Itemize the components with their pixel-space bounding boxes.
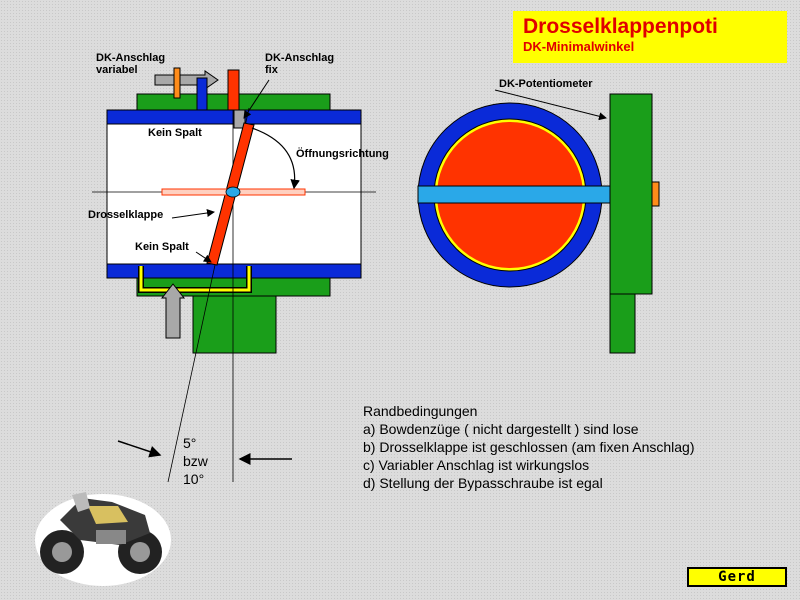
throttle-body — [106, 93, 362, 354]
motorcycle-engine — [96, 530, 126, 544]
opening-direction-arrow — [251, 127, 300, 190]
condition-item: b) Drosselklappe ist geschlossen (am fix… — [363, 439, 695, 455]
pointer-throttle-valve — [171, 209, 215, 219]
motorcycle-tank — [88, 506, 128, 524]
potentiometer-body — [609, 93, 653, 295]
title-box: Drosselklappenpoti DK-Minimalwinkel — [513, 11, 787, 63]
motorcycle-image — [35, 492, 171, 586]
throttle-front-view — [417, 102, 611, 288]
throttle-shaft-front — [417, 185, 611, 204]
pointer-no-gap-bottom — [195, 251, 212, 263]
throttle-shaft — [225, 186, 241, 198]
motorcycle-windshield — [72, 492, 90, 512]
angle-arrow-left — [117, 440, 162, 458]
variable-stop — [154, 67, 219, 111]
conditions-block: Randbedingungen a) Bowdenzüge ( nicht da… — [363, 402, 695, 492]
condition-item: c) Variabler Anschlag ist wirkungslos — [363, 457, 590, 473]
label-variable-stop: DK-Anschlag variabel — [96, 52, 166, 76]
bore-bottom-blue — [106, 263, 362, 279]
page-subtitle: DK-Minimalwinkel — [523, 39, 635, 54]
pointer-fixed-stop — [243, 79, 270, 119]
bypass-channel — [139, 266, 251, 292]
label-no-gap-top: Kein Spalt — [148, 127, 202, 139]
condition-item: a) Bowdenzüge ( nicht dargestellt ) sind… — [363, 421, 639, 437]
potentiometer — [609, 93, 660, 354]
fixed-stop — [227, 69, 246, 129]
potentiometer-tab — [651, 181, 660, 207]
potentiometer-connector — [609, 293, 636, 354]
label-fixed-stop: DK-Anschlag fix — [265, 52, 335, 76]
condition-item: d) Stellung der Bypasschraube ist egal — [363, 475, 603, 491]
bypass-screw — [160, 283, 186, 339]
fixed-stop-grey-block — [233, 109, 246, 129]
conditions-heading: Randbedingungen — [363, 403, 478, 419]
pointer-potentiometer — [494, 89, 607, 121]
variable-stop-nut — [173, 67, 181, 99]
variable-stop-blue-post — [196, 77, 208, 111]
label-potentiometer: DK-Potentiometer — [499, 78, 593, 90]
angle-label: 5° bzw 10° — [183, 435, 208, 487]
fixed-stop-red-post — [227, 69, 240, 111]
label-opening-direction: Öffnungsrichtung — [296, 148, 389, 160]
label-no-gap-bottom: Kein Spalt — [135, 241, 189, 253]
label-throttle-valve: Drosselklappe — [88, 209, 164, 221]
body-stem-green — [192, 295, 277, 354]
page-title: Drosselklappenpoti — [523, 15, 718, 38]
author-logo: Gerd — [687, 567, 787, 587]
